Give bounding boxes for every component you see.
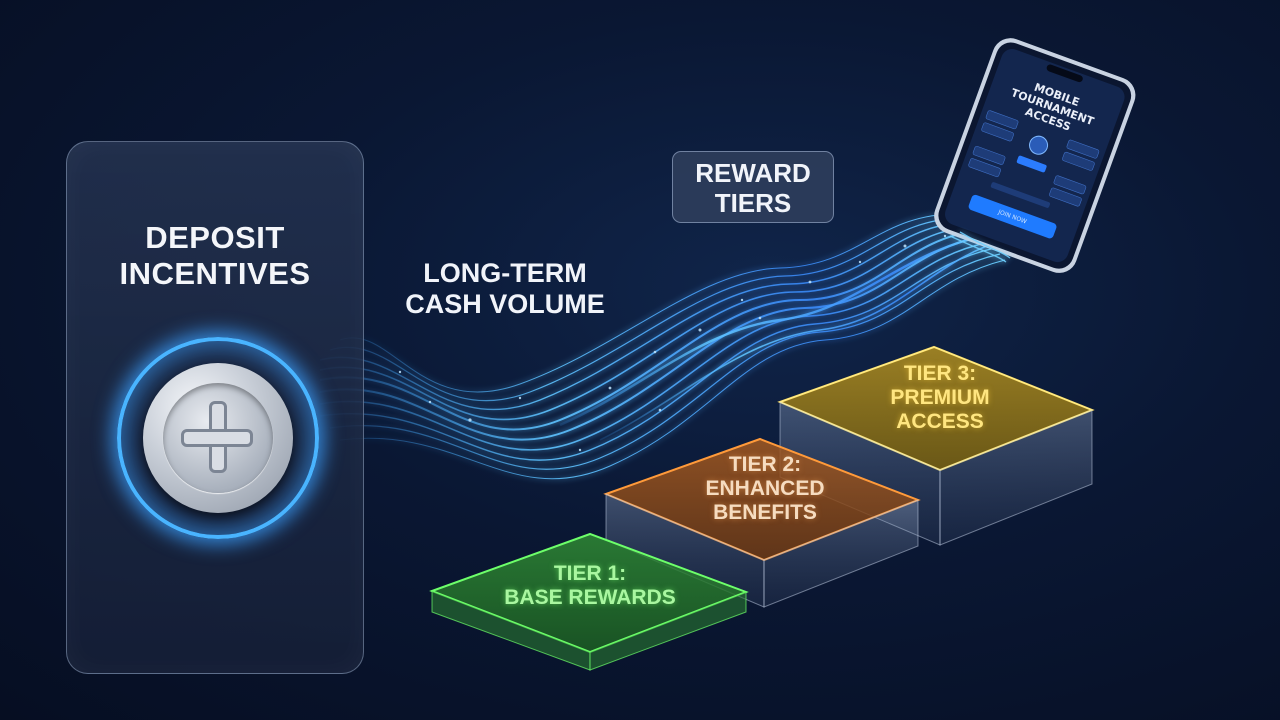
tier-1-line-1: TIER 1:: [553, 562, 627, 585]
stream-sparkles: [398, 234, 947, 452]
mobile-phone: MOBILE TOURNAMENT ACCESS JOIN NOW: [934, 38, 1136, 273]
reward-tiers-line-2: TIERS: [714, 188, 792, 218]
reward-tiers-line-1: REWARD: [695, 158, 811, 188]
plus-coin-icon: [117, 337, 319, 539]
cash-flow-stream: [319, 213, 1011, 480]
flow-label-line-2: CASH VOLUME: [405, 289, 605, 319]
deposit-title-line-1: DEPOSIT: [145, 220, 285, 255]
tier-1-label: TIER 1: BASE REWARDS: [470, 562, 710, 610]
phone-stream-glow: [949, 231, 1011, 263]
tier-2-block: [603, 437, 921, 608]
tier-2-line-2: ENHANCED: [705, 477, 825, 500]
tier-2-line-1: TIER 2:: [728, 453, 802, 476]
deposit-incentives-title: DEPOSIT INCENTIVES: [67, 220, 363, 292]
plus-horizontal-bar: [181, 429, 253, 447]
tier-1-block: [429, 532, 749, 671]
coin-face: [163, 383, 273, 493]
tier-3-line-1: TIER 3:: [903, 362, 977, 385]
reward-tiers-label: REWARD TIERS: [672, 151, 834, 223]
coin: [143, 363, 293, 513]
deposit-title-line-2: INCENTIVES: [119, 256, 311, 291]
tier-2-label: TIER 2: ENHANCED BENEFITS: [665, 453, 865, 525]
flow-label-line-1: LONG-TERM: [423, 258, 587, 288]
tier-3-line-2: PREMIUM: [890, 386, 990, 409]
tier-1-line-2: BASE REWARDS: [504, 586, 676, 609]
long-term-cash-volume-label: LONG-TERM CASH VOLUME: [380, 258, 630, 320]
deposit-incentives-panel: DEPOSIT INCENTIVES: [66, 141, 364, 674]
tier-2-line-3: BENEFITS: [713, 501, 817, 524]
tier-3-line-3: ACCESS: [896, 410, 984, 433]
tier-3-label: TIER 3: PREMIUM ACCESS: [840, 362, 1040, 434]
